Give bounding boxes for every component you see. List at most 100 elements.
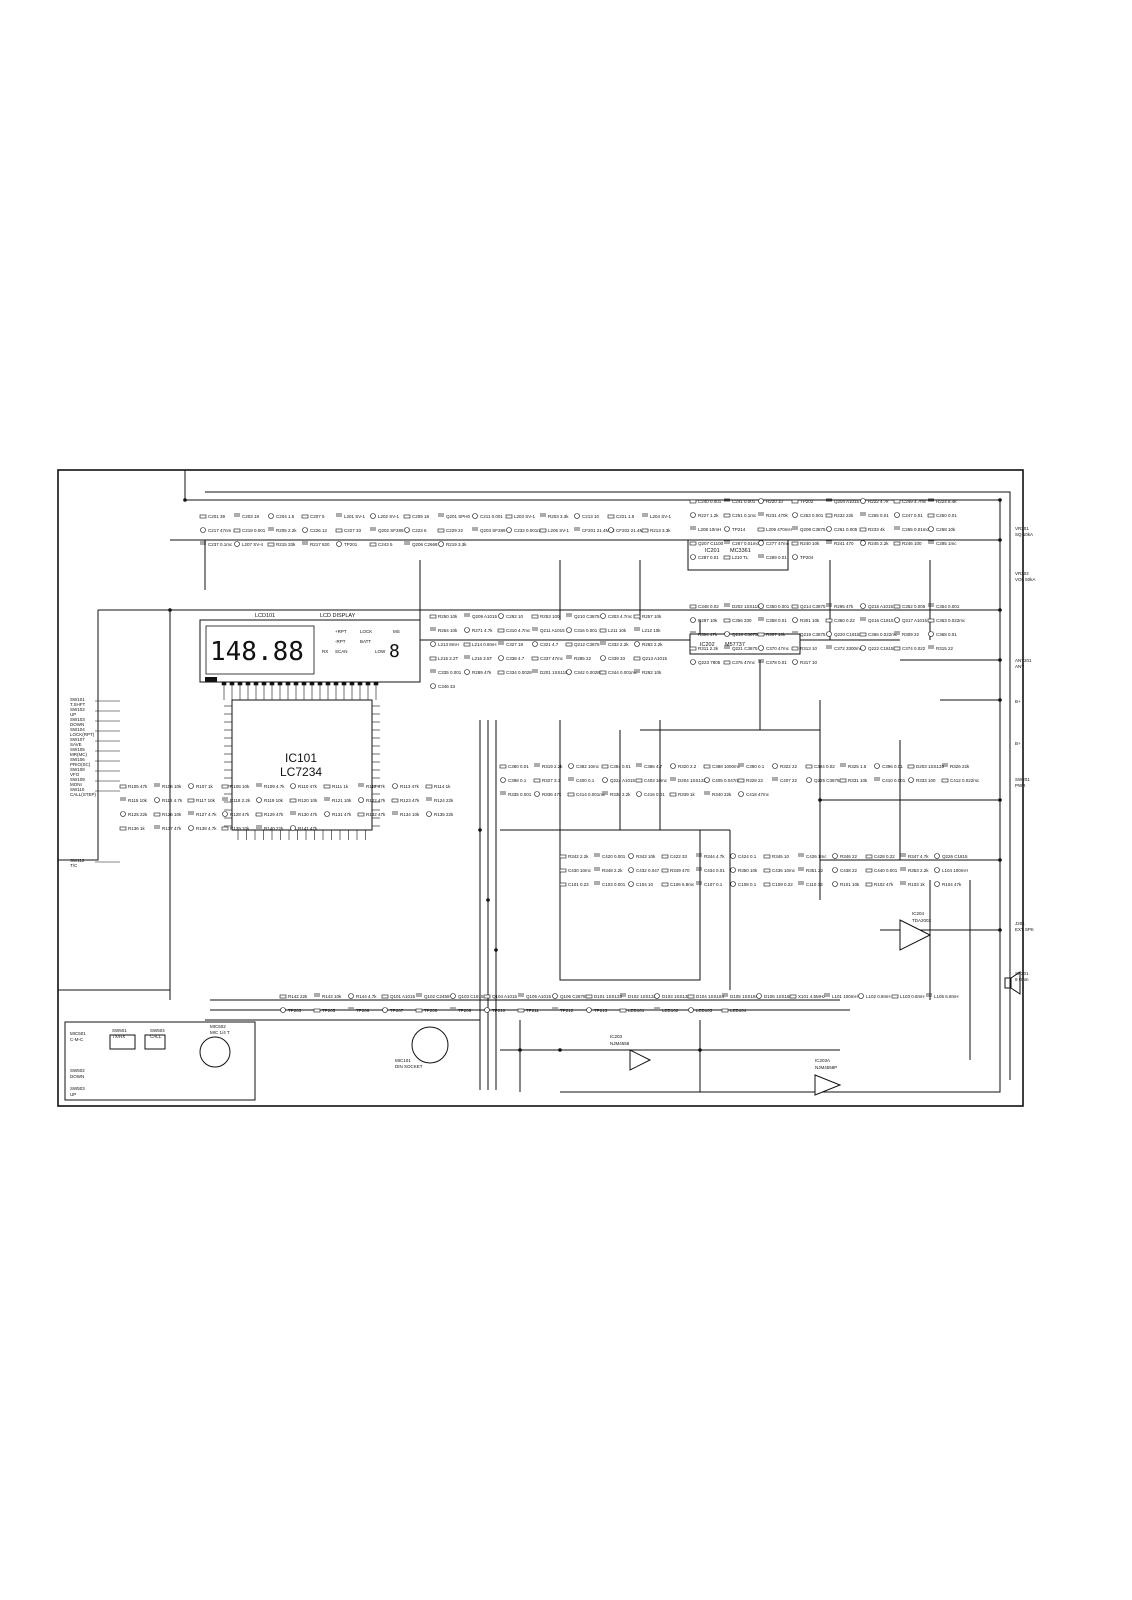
- component: R347 4.7k: [900, 853, 929, 859]
- component: Q203 SF289: [472, 527, 506, 533]
- component-label: R309 22: [902, 632, 920, 637]
- component: TP211: [517, 1008, 539, 1013]
- component-label: C207 5: [310, 514, 325, 519]
- component: R315 22: [928, 645, 954, 651]
- component-label: C432 0.047: [636, 868, 660, 873]
- component-label: R121 10k: [332, 798, 352, 803]
- component: R340 22k: [704, 791, 732, 797]
- component-label: TP206: [356, 1008, 370, 1013]
- component-label: Q202 SF289: [378, 528, 404, 533]
- connector-label: PWR: [1015, 783, 1026, 788]
- component: R132 47k: [357, 812, 386, 817]
- component-label: R246 100: [902, 541, 922, 546]
- component-label: TP207: [390, 1008, 404, 1013]
- component-label: L215 2.2T: [438, 656, 459, 661]
- component-label: L207 SV-4: [242, 542, 264, 547]
- switch-label: VFO: [70, 772, 80, 777]
- component-label: C289 0.01: [766, 555, 787, 560]
- component-label: TP203: [288, 1008, 302, 1013]
- component: C101 0.22: [559, 882, 589, 887]
- connector-label: DOWN: [70, 1074, 84, 1079]
- component: C388 1000mc: [703, 764, 741, 769]
- component-label: R257 10k: [642, 614, 662, 619]
- switch-ref: SW107: [70, 737, 85, 742]
- component: R140 22k: [256, 825, 284, 831]
- lcd-indicator: BATT: [360, 639, 371, 644]
- switch-ref: SW109: [70, 777, 85, 782]
- component: C249 4.7mc: [893, 499, 927, 504]
- mic-box: [64, 1021, 449, 1101]
- component: C243 5: [369, 542, 393, 547]
- component-label: R117 10k: [196, 798, 216, 803]
- component-label: D103 1SS133: [662, 994, 691, 999]
- component: R346 22: [832, 853, 858, 859]
- switch-label: T.SHFT: [70, 702, 86, 707]
- component: R317 10: [792, 659, 818, 665]
- component: L202 SV-1: [370, 513, 400, 519]
- component-label: R320 2.2: [678, 764, 697, 769]
- component: L216 2.5T: [464, 655, 493, 661]
- ic204-part: TDA2003: [912, 918, 932, 923]
- component-label: C410 0.001: [882, 778, 906, 783]
- component: Q210 C3875: [566, 613, 600, 619]
- component: R342 2.2k: [559, 854, 589, 859]
- component-label: Q226 C1815: [942, 854, 968, 859]
- component-label: R109 4.7k: [264, 784, 285, 789]
- component: C426 1mc: [798, 853, 827, 859]
- component: R264 10k: [430, 627, 458, 633]
- component: R245 2.2k: [860, 540, 889, 546]
- component-label: R338 2.2k: [610, 792, 631, 797]
- component: C348 0.02: [689, 604, 719, 609]
- component: C363 0.022mc: [927, 618, 966, 623]
- component-label: R132 47k: [366, 812, 386, 817]
- component-label: C386 4.7: [644, 764, 663, 769]
- component: C424 0.1: [730, 853, 757, 859]
- component-label: C380 0.01: [508, 764, 529, 769]
- component-label: C405 0.047mc: [712, 778, 742, 783]
- connector-ref: B+: [1015, 741, 1021, 746]
- component: R344 4.7k: [696, 853, 725, 859]
- component: Q212 C3875: [565, 642, 600, 647]
- component: C292 10: [498, 613, 524, 619]
- component-label: Q219 C3875: [800, 632, 826, 637]
- component-label: C363 0.022mc: [936, 618, 966, 623]
- component: L211 10k: [599, 628, 627, 633]
- connector-label: C-M-C: [70, 1037, 84, 1042]
- speaker-icon: [1004, 971, 1021, 995]
- component: R325 1.5: [840, 763, 867, 769]
- component-label: R222 4.7k: [868, 499, 889, 504]
- connector-ref: SW503: [70, 1086, 85, 1091]
- component: R109 4.7k: [256, 783, 285, 789]
- component-label: Q203 SF289: [480, 528, 506, 533]
- component-label: C303 4.7mc: [608, 614, 633, 619]
- component: Q215 A1015: [860, 603, 894, 609]
- component-label: C237 0.1mc: [208, 542, 233, 547]
- component-label: R304 47k: [698, 632, 718, 637]
- component-label: C107 0.1: [704, 882, 723, 887]
- lcd-indicators: +RPT LOCK -RPT BATT RX SCAN LOW: [322, 629, 386, 654]
- component-label: C229 22: [446, 528, 464, 533]
- component-label: L103 0.8mH: [900, 994, 925, 999]
- component-label: C285 1mc: [936, 541, 957, 546]
- component-label: R128 47k: [230, 812, 250, 817]
- component: R304 47k: [690, 631, 718, 637]
- component-label: R325 1.5: [848, 764, 867, 769]
- component: C109 0.22: [763, 882, 793, 887]
- switch-ref: SW108: [70, 767, 85, 772]
- component: R144 4.7k: [348, 993, 377, 999]
- component: L104 100mH: [934, 867, 968, 873]
- component: TP207: [382, 1007, 404, 1013]
- component-label: C261 0.005: [834, 527, 858, 532]
- component: C428 0.22: [865, 854, 895, 859]
- component: C237 0.1mc: [200, 541, 233, 547]
- component: R114 1k: [425, 784, 451, 789]
- component-label: L204 SV-1: [650, 514, 672, 519]
- component-label: TP213: [594, 1008, 608, 1013]
- component: R118 2.2k: [222, 797, 251, 803]
- component-label: Q214 C3875: [800, 604, 826, 609]
